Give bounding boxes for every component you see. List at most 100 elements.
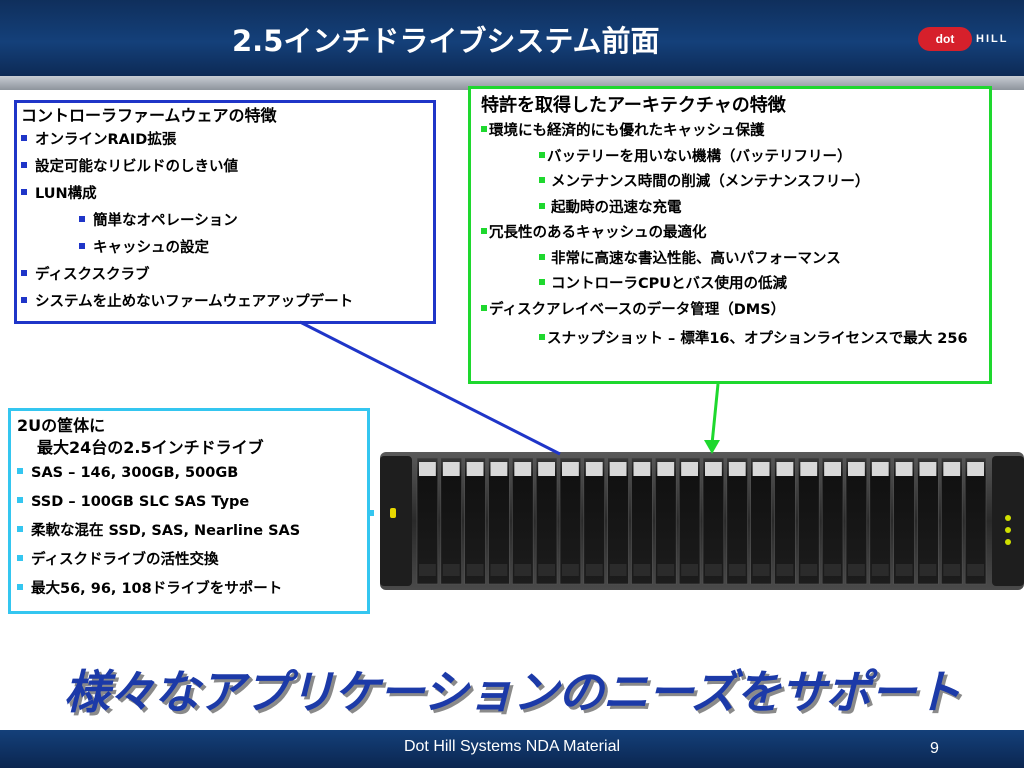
drive-label [442,462,460,476]
list-item-text: ディスクドライブの活性交換 [31,552,219,568]
square-bullet-icon [539,202,545,209]
list-item: ディスクスクラブ [21,262,429,289]
square-bullet-icon [21,135,27,141]
square-bullet-icon [17,584,23,590]
square-bullet-icon [17,555,23,561]
list-subitem: スナップショット – 標準16、オプションライセンスで最大 256 [481,323,979,353]
logo-dot-text: dot [918,27,972,51]
square-bullet-icon [21,162,27,168]
drive-label [776,462,794,476]
drive-bay [750,457,772,585]
drive-label [514,462,532,476]
drive-handle [514,564,532,576]
square-bullet-icon [539,253,545,260]
list-subitem: 非常に高速な書込性能、高いパフォーマンス [481,247,979,273]
drive-bay [893,457,915,585]
list-item-text: SSD – 100GB SLC SAS Type [31,494,250,510]
left-ear [380,456,412,586]
logo-hill-text: HILL [976,33,1009,45]
square-bullet-icon [539,177,545,183]
list-item-text: オンラインRAID拡張 [35,132,177,148]
list-item-text: 非常に高速な書込性能、高いパフォーマンス [551,250,841,267]
drive-handle [609,564,627,576]
list-item-text: 柔軟な混在 SSD, SAS, Nearline SAS [31,523,301,539]
drive-label [800,462,818,476]
list-subitem: コントローラCPUとバス使用の低減 [481,272,979,298]
square-bullet-icon [17,497,23,503]
list-item: 設定可能なリビルドのしきい値 [21,154,429,181]
drive-handle [800,564,818,576]
page-number: 9 [930,740,939,757]
drive-handle [848,564,865,576]
square-bullet-icon [21,297,27,303]
drive-label [562,462,579,476]
list-item: 柔軟な混在 SSD, SAS, Nearline SAS [17,517,361,546]
drive-bay [798,457,820,585]
drive-handle [538,564,555,576]
drive-label [633,462,651,476]
drive-bay [512,457,534,585]
list-item: 最大56, 96, 108ドライブをサポート [17,575,361,604]
status-led-icon [1005,515,1011,521]
drive-handle [871,564,889,576]
drive-bay [702,457,725,585]
drive-label [728,462,746,476]
drive-bay [655,457,677,585]
drive-label [848,462,865,476]
list-subitem: バッテリーを用いない機構（バッテリフリー） [481,145,979,171]
list-item: ディスクアレイベースのデータ管理（DMS） [481,298,979,324]
drive-bay [583,457,605,585]
drive-label [705,462,722,476]
square-bullet-icon [539,334,545,340]
square-bullet-icon [21,270,27,276]
status-led-icon [1005,527,1011,533]
drive-handle [466,564,484,576]
list-item: オンラインRAID拡張 [21,127,429,154]
drive-label [895,462,913,476]
list-subitem: 起動時の迅速な充電 [481,196,979,222]
square-bullet-icon [481,126,487,132]
list-item-text: ディスクアレイベースのデータ管理（DMS） [489,301,786,318]
list-item-text: LUN構成 [35,186,97,202]
drive-bay [440,457,462,585]
drive-bay [607,457,629,585]
list-subitem: キャッシュの設定 [21,235,429,262]
square-bullet-icon [21,189,27,195]
drive-handle [728,564,746,576]
drive-handle [967,564,984,576]
drive-label [752,462,770,476]
list-item-text: 冗長性のあるキャッシュの最適化 [489,225,707,241]
list-item-text: 簡単なオペレーション [93,213,238,229]
square-bullet-icon [79,243,85,249]
drive-bay [416,457,439,585]
drive-bay [941,457,963,585]
drive-label [681,462,698,476]
chassis-heading-line1: 2Uの筐体に [17,416,106,435]
square-bullet-icon [539,151,545,158]
dot-hill-logo: dot HILL [918,25,1016,53]
footer-bar [0,730,1024,768]
drive-label [943,462,961,476]
drive-handle [895,564,913,576]
controller-heading: コントローラファームウェアの特徴 [21,106,277,125]
drive-handle [633,564,651,576]
power-led-icon [390,508,396,518]
drive-bay [559,457,582,585]
drive-bay [917,457,939,585]
drive-label [419,462,436,476]
list-item: システムを止めないファームウェアアップデート [21,289,429,316]
square-bullet-icon [481,304,487,311]
drive-bay [845,457,868,585]
list-item-text: 設定可能なリビルドのしきい値 [35,159,238,175]
drive-bay [678,457,701,585]
drive-label [657,462,675,476]
drive-handle [705,564,722,576]
list-subitem: メンテナンス時間の削減（メンテナンスフリー） [481,170,979,196]
square-bullet-icon [79,216,85,222]
list-item: LUN構成 [21,181,429,208]
drive-handle [442,564,460,576]
drive-label [538,462,555,476]
list-item-text: バッテリーを用いない機構（バッテリフリー） [547,148,852,165]
drive-label [824,462,841,476]
list-item-text: メンテナンス時間の削減（メンテナンスフリー） [551,174,870,190]
